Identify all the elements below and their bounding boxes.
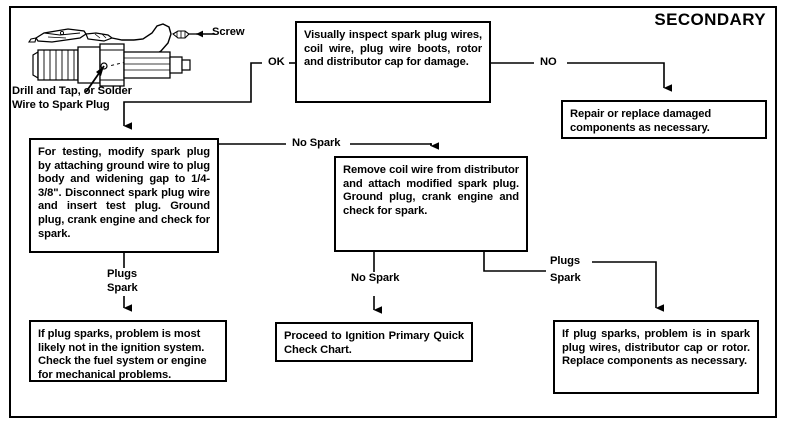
edge-label-no: NO <box>537 56 560 68</box>
page-title: SECONDARY <box>654 10 766 29</box>
drill-tap-line-2: Wire to Spark Plug <box>12 98 110 111</box>
node-plug-sparks-not-ignition: If plug sparks, problem is most likely n… <box>29 320 227 382</box>
node-repair-or-replace: Repair or replace damaged components as … <box>561 100 767 139</box>
edge-label-no-spark-top: No Spark <box>289 137 344 149</box>
edge-label-spark-left: Spark <box>104 282 141 294</box>
edge-label-spark-right: Spark <box>547 272 584 284</box>
edge-label-plugs-left: Plugs <box>104 268 140 280</box>
node-modify-spark-plug: For testing, modify spark plug by attach… <box>29 138 219 253</box>
illustration-label-screw: Screw <box>212 26 245 38</box>
node-remove-coil-wire: Remove coil wire from distributor and at… <box>334 156 528 252</box>
node-plug-sparks-secondary-fault: If plug sparks, problem is in spark plug… <box>553 320 759 394</box>
illustration-label-drill-tap: Drill and Tap, or Solder Wire to Spark P… <box>12 85 132 112</box>
chart-frame-border <box>9 6 777 418</box>
edge-label-no-spark-bottom: No Spark <box>348 272 403 284</box>
node-proceed-to-ignition-primary: Proceed to Ignition Primary Quick Check … <box>275 322 473 362</box>
edge-label-plugs-right: Plugs <box>547 255 583 267</box>
drill-tap-line-1: Drill and Tap, or Solder <box>12 85 132 97</box>
node-visually-inspect: Visually inspect spark plug wires, coil … <box>295 21 491 103</box>
edge-label-ok: OK <box>265 56 288 68</box>
